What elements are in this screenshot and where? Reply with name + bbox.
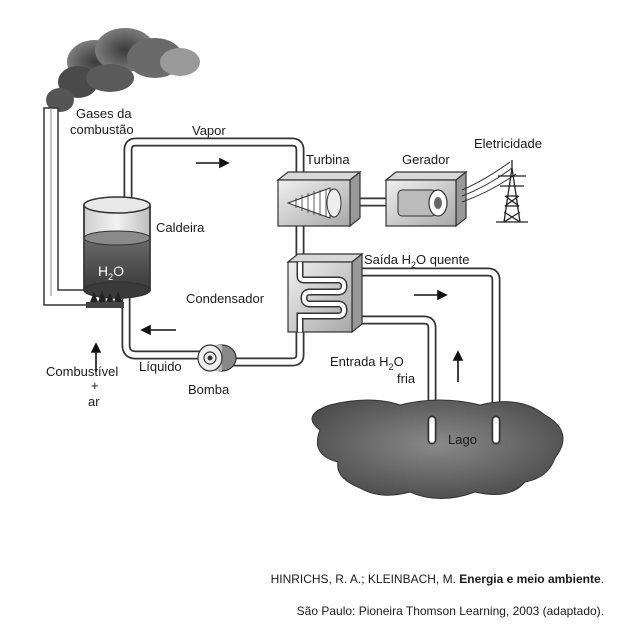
saida-sub: 2 [411,260,416,270]
lake-pipe-ends [427,415,501,445]
entrada-sub: 2 [389,362,394,372]
flow-arrows [90,157,464,382]
smoke-cloud [46,28,200,112]
label-gases: Gases da [76,106,132,121]
power-plant-diagram: Gases da combustão Vapor Turbina Gerador… [43,28,564,499]
label-gerador: Gerador [402,152,450,167]
citation-title: Energia e meio ambiente [459,572,601,586]
label-h2o-boiler: H2O [98,263,124,282]
label-vapor: Vapor [192,123,226,138]
generator [384,170,468,228]
power-lines [461,161,517,203]
arrow-right-icon [414,289,448,301]
label-lago: Lago [448,432,477,447]
label-eletricidade: Eletricidade [474,136,542,151]
label-entrada: Entrada H2O [330,354,404,372]
label-liquido: Líquido [139,359,182,374]
h2o-o: O [113,263,124,279]
label-combustivel: Combustível [46,364,118,379]
transmission-tower-icon [496,160,528,223]
citation-title-end: . [600,572,604,586]
lake [311,399,564,499]
pump [197,344,237,372]
arrow-right-icon [196,157,230,169]
saida-pre: Saída H [364,252,411,267]
label-condensador: Condensador [186,291,265,306]
label-saida: Saída H2O quente [364,252,470,270]
boiler [83,196,151,299]
arrow-left-icon [140,324,176,336]
citation-line-1: HINRICHS, R. A.; KLEINBACH, M. Energia e… [271,572,604,586]
arrow-up-icon [452,350,464,382]
arrow-up-icon [90,342,102,372]
turbine [276,170,362,228]
burner-flame-icon [86,290,124,308]
entrada-post: O [394,354,404,369]
label-combustivel-ar: ar [88,394,100,409]
h2o-sub: 2 [108,272,113,282]
label-combustivel-plus: + [91,378,99,393]
citation-line-2: São Paulo: Pioneira Thomson Learning, 20… [296,604,604,618]
pipes [121,137,501,445]
label-bomba: Bomba [188,382,230,397]
condenser [286,252,364,334]
label-caldeira: Caldeira [156,220,205,235]
label-entrada-fria: fria [397,371,416,386]
label-turbina: Turbina [306,152,350,167]
entrada-pre: Entrada H [330,354,389,369]
label-gases-2: combustão [70,122,134,137]
citation-authors: HINRICHS, R. A.; KLEINBACH, M. [270,572,460,586]
saida-post: O quente [416,252,470,267]
h2o-h: H [98,263,108,279]
